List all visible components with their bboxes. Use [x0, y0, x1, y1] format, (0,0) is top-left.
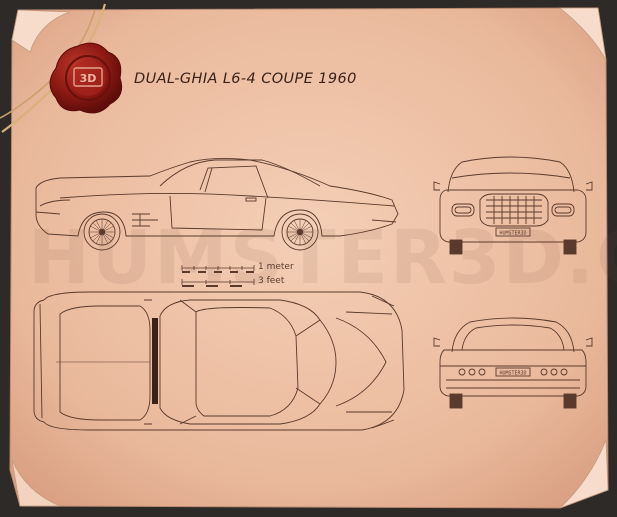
scale-metric-label: 1 meter	[258, 262, 294, 272]
page-title: DUAL-GHIA L6-4 COUPE 1960	[134, 71, 357, 87]
curl-bottom-left	[11, 459, 61, 507]
curl-top-right	[558, 7, 607, 61]
side-view	[35, 157, 399, 251]
front-plate-text: HUMSTER3D	[499, 231, 526, 237]
front-view	[433, 156, 593, 255]
curl-bottom-right	[559, 439, 609, 509]
rear-plate-text: HUMSTER3D	[499, 371, 526, 377]
scale-bars	[181, 265, 255, 287]
watermark: HUMSTER3D.COM	[28, 215, 617, 301]
seal-logo-text: 3D	[80, 72, 97, 85]
scale-imperial-label: 3 feet	[258, 276, 285, 286]
rear-view	[433, 317, 593, 409]
side-view-wheel-spokes	[89, 219, 313, 245]
wax-seal-logo: 3D	[49, 42, 123, 114]
curl-top-left	[11, 9, 71, 53]
top-view	[33, 291, 405, 431]
